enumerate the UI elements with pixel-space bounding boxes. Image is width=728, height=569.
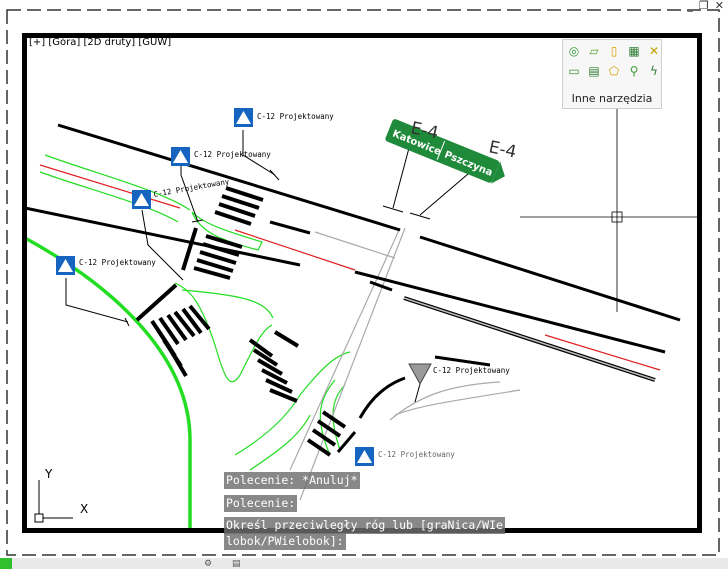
viewport-controls: [+] [Góra] [2D druty] [GUW] — [29, 37, 171, 48]
lane-lines-red — [39, 164, 661, 371]
command-history-line: Polecenie: — [224, 495, 298, 512]
lightning-icon[interactable]: ϟ — [650, 64, 658, 78]
restore-button[interactable]: ❐ — [698, 0, 709, 12]
paper-border — [6, 9, 720, 556]
sign-label: C-12 Projektowany — [194, 150, 271, 159]
command-prompt-line: Określ przeciwległy róg lub [graNica/WIe — [224, 517, 505, 534]
ucs-x-label: X — [80, 502, 88, 516]
sign-label: C-12 Projektowany — [433, 366, 510, 375]
pin-icon[interactable]: ⚲ — [629, 64, 639, 78]
align-icon[interactable]: ▯ — [610, 44, 618, 58]
sign-label: C-12 Projektowany — [378, 450, 455, 459]
delete-objects-icon[interactable]: ✕ — [648, 44, 660, 58]
road-lines-black — [24, 123, 681, 453]
direction-sign-e4: Katowice Pszczyna — [385, 119, 505, 184]
command-prompt-line: lobok/PWielobok]: — [224, 533, 346, 550]
region-icon[interactable]: ◎ — [568, 44, 580, 58]
boundary-icon[interactable]: ▱ — [589, 44, 599, 58]
polygon-icon[interactable]: ⬠ — [608, 64, 620, 78]
block-icon[interactable]: ▦ — [628, 44, 640, 58]
model-tab-indicator[interactable] — [0, 558, 12, 569]
ucs-y-label: Y — [44, 467, 53, 481]
give-way-sign-icon — [408, 363, 432, 386]
layer-icon[interactable]: ▭ — [568, 64, 580, 78]
viewport-menu-button[interactable]: [+] — [29, 37, 46, 48]
sign-c12-icon — [56, 108, 374, 466]
visual-style-button[interactable]: [2D druty] — [83, 37, 136, 48]
sign-label: C-12 Projektowany — [257, 112, 334, 121]
view-orientation-button[interactable]: [Góra] — [48, 37, 81, 48]
crosshair-cursor — [520, 100, 700, 312]
layout-icon[interactable]: ▤ — [232, 559, 241, 569]
tools-panel-title: Inne narzędzia — [571, 92, 653, 105]
sign-label: C-12 Projektowany — [79, 258, 156, 267]
command-history-line: Polecenie: *Anuluj* — [224, 472, 360, 489]
crosswalks — [150, 186, 347, 457]
group-icon[interactable]: ▤ — [588, 64, 600, 78]
ucs-button[interactable]: [GUW] — [138, 37, 172, 48]
settings-icon[interactable]: ⚙ — [204, 559, 213, 569]
centerlines-gray — [289, 227, 521, 501]
sign-leaders — [65, 130, 476, 403]
window-controls: _ ❐ ✕ — [687, 0, 724, 12]
close-button[interactable]: ✕ — [714, 0, 724, 12]
ucs-icon — [34, 480, 73, 523]
status-bar: ⚙ ▤ — [0, 558, 728, 569]
tools-panel: ◎ ▱ ▯ ▦ ✕ ▭ ▤ ⬠ ⚲ ϟ Inne narzędzia — [562, 39, 662, 109]
minimize-button[interactable]: _ — [687, 0, 693, 12]
